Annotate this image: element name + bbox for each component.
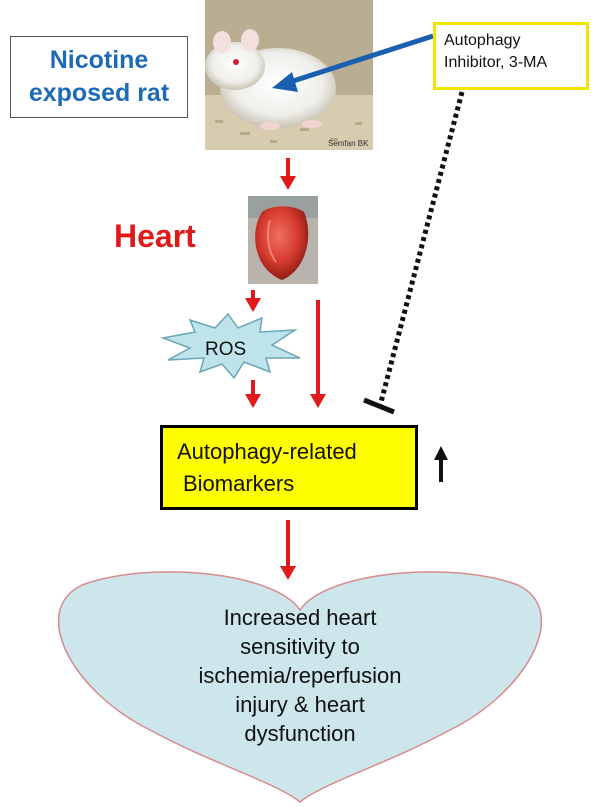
biomarker-line1: Autophagy-related	[177, 439, 357, 464]
ros-burst	[160, 312, 301, 380]
outcome-text: Increased heart sensitivity to ischemia/…	[165, 603, 435, 748]
inhibitor-to-rat-arrow	[272, 33, 434, 92]
arrow-heart-to-ros	[245, 290, 261, 312]
inhibition-line	[363, 91, 465, 415]
inhibitor-line2: Inhibitor, 3-MA	[444, 54, 548, 71]
outcome-line: dysfunction	[244, 721, 356, 746]
ros-label: ROS	[205, 339, 247, 360]
outcome-line: Increased heart	[223, 605, 377, 630]
arrow-heart-to-biomarkers	[310, 300, 326, 408]
heart-label: Heart	[114, 218, 196, 254]
photo-watermark: Semfan BK	[328, 139, 369, 148]
nicotine-label-line1: Nicotine	[49, 46, 149, 74]
upregulation-arrow	[434, 446, 448, 482]
arrow-ros-to-biomarkers	[245, 380, 261, 408]
outcome-line: ischemia/reperfusion	[198, 663, 402, 688]
nicotine-exposed-rat-box: Nicotine exposed rat	[10, 36, 188, 118]
nicotine-label-line2: exposed rat	[28, 79, 170, 107]
arrow-biomarkers-to-outcome	[280, 520, 296, 580]
outcome-line: injury & heart	[235, 692, 365, 717]
inhibitor-line1: Autophagy	[444, 32, 521, 49]
autophagy-inhibitor-box: Autophagy Inhibitor, 3-MA	[433, 22, 589, 90]
outcome-line: sensitivity to	[240, 634, 360, 659]
outcome-heart-shape	[57, 571, 543, 803]
heart-photo	[248, 196, 318, 284]
autophagy-biomarkers-box: Autophagy-related Biomarkers	[160, 425, 418, 510]
rat-photo: Semfan BK	[205, 0, 373, 150]
biomarker-line2: Biomarkers	[183, 471, 295, 496]
arrow-rat-to-heart	[280, 158, 296, 190]
